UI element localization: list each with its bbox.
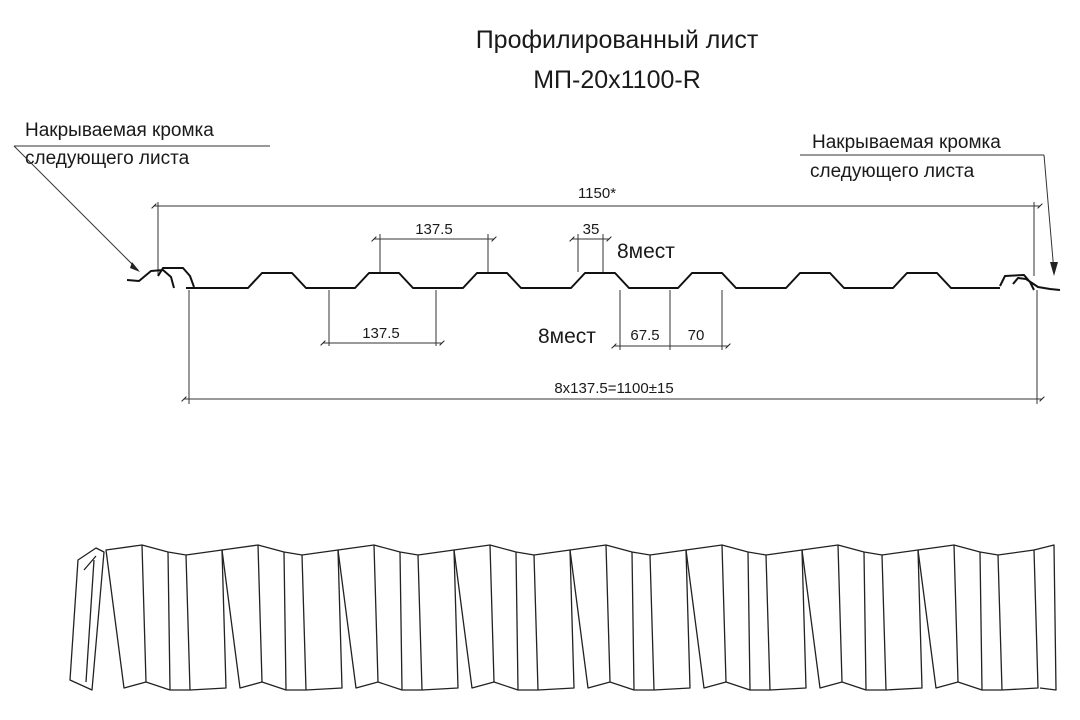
left-callout-arrowhead [130,262,140,272]
sheet-valley-4 [533,549,575,691]
rib-pitch-bottom-label: 137.5 [362,325,400,342]
sheet-rib-edge-2 [257,544,287,691]
left-callout-line1: Накрываемая кромка [25,120,214,141]
right-callout-line1: Накрываемая кромка [812,132,1001,153]
sheet-rib-4 [453,544,539,691]
sheet-rib-edge-4 [489,544,519,691]
rib-base-width-label: 70 [688,327,705,344]
right-callout-line2: следующего листа [810,161,975,182]
sheet-valley-8 [997,549,1039,691]
left-callout-leader [13,145,139,271]
sheet-rib-edge-5 [605,544,635,691]
sheet-valley-7 [881,549,923,691]
rib-pitch-top-label: 137.5 [415,221,453,238]
sheet-rib-edge-7 [837,544,867,691]
sheet-valley-6 [765,549,807,691]
sheet-left-fold [83,555,97,683]
valley-and-base-dimensions: 67.5 70 [611,290,731,350]
overall-width-dimension: 1150* [151,185,1043,276]
sheet-valley-1 [185,549,227,691]
sheet-valley-2 [301,549,343,691]
valley-width-label: 67.5 [630,327,659,344]
sheet-rib-edge-3 [373,544,403,691]
sheet-perspective-view [69,544,1057,691]
sheet-rib-7 [801,544,887,691]
sheet-profile-section [186,272,1000,289]
left-callout-line2: следующего листа [25,148,190,169]
sheet-rib-edge-8 [953,544,983,691]
useful-width-dimension: 8х137.5=1100±15 [181,290,1045,404]
bottom-count-label: 8мест [538,325,596,348]
right-overlap-hook [999,274,1061,291]
sheet-rib-2 [221,544,307,691]
rib-pitch-top-dimension: 137.5 [371,221,497,272]
sheet-valley-3 [417,549,459,691]
right-callout-arrowhead [1050,262,1058,276]
left-overlap-hook [126,267,195,289]
rib-top-width-label: 35 [583,221,600,238]
drawing-title: Профилированный лист [476,26,759,54]
sheet-right-edge [1033,544,1057,691]
left-edge-callout: Накрываемая кромка следующего листа [13,120,270,272]
sheet-rib-edge-6 [721,544,751,691]
sheet-rib-3 [337,544,423,691]
rib-top-width-dimension: 35 8мест [569,221,675,272]
sheet-rib-8 [917,544,1003,691]
right-edge-callout: Накрываемая кромка следующего листа [800,132,1058,276]
right-callout-leader [1043,154,1055,273]
overall-width-label: 1150* [578,185,616,202]
sheet-rib-6 [685,544,771,691]
drawing-subtitle: МП-20х1100-R [533,66,701,94]
sheet-left-edge [69,547,105,691]
sheet-valley-5 [649,549,691,691]
sheet-rib-5 [569,544,655,691]
useful-width-label: 8х137.5=1100±15 [554,380,673,397]
rib-pitch-bottom-dimension: 137.5 [320,290,445,346]
sheet-rib-1 [105,544,191,691]
sheet-rib-edge-1 [141,544,171,691]
top-count-label: 8мест [617,240,675,263]
